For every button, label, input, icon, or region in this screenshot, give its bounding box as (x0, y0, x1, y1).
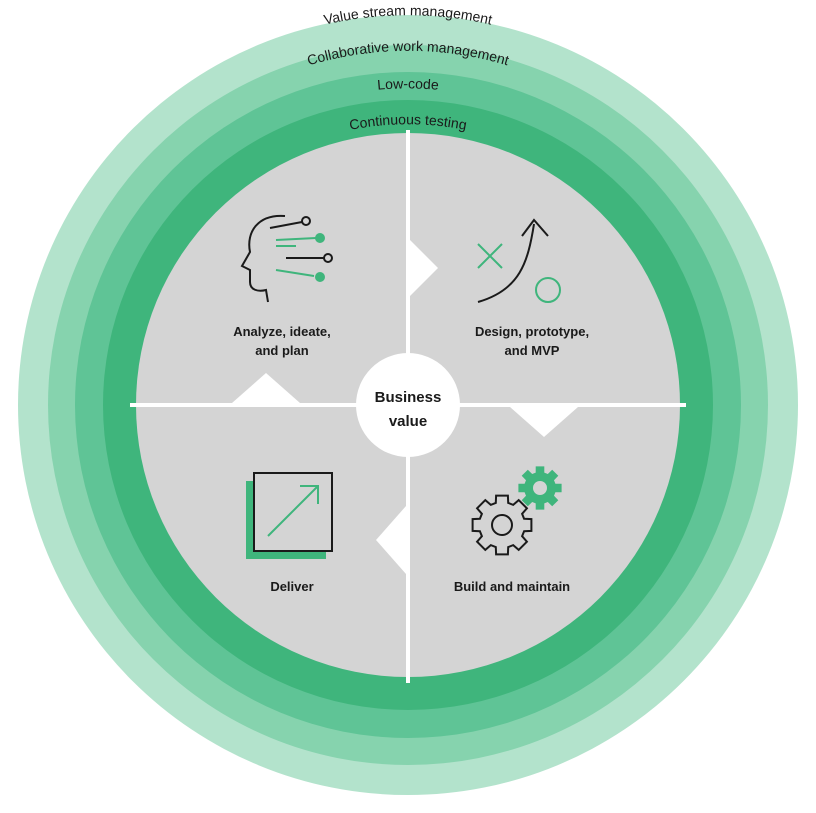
strategy-play-icon (477, 218, 561, 303)
center-label-line2: value (389, 413, 427, 430)
label-deliver: Deliver (270, 579, 313, 594)
label-design-line1: Design, prototype, (475, 324, 589, 339)
large-gear-icon (471, 494, 533, 556)
flow-arrow-left (376, 506, 406, 574)
gears-icon (471, 466, 562, 556)
large-gear-hole (491, 514, 513, 536)
label-analyze-line2: and plan (255, 343, 309, 358)
head-ideas-icon (240, 214, 333, 303)
label-design-line2: and MVP (505, 343, 560, 358)
label-analyze-line1: Analyze, ideate, (233, 324, 331, 339)
deliver-arrow-icon (246, 472, 333, 559)
ring-label-low-code: Low-code (377, 75, 440, 92)
flow-arrow-right (406, 236, 438, 300)
label-build: Build and maintain (454, 579, 570, 594)
flow-arrow-up (232, 373, 300, 403)
ring-label-continuous-testing: Continuous testing (348, 111, 468, 133)
center-circle (356, 353, 460, 457)
small-gear-hole (533, 481, 547, 495)
center-label-line1: Business (375, 389, 442, 406)
flow-arrow-down (510, 407, 578, 437)
